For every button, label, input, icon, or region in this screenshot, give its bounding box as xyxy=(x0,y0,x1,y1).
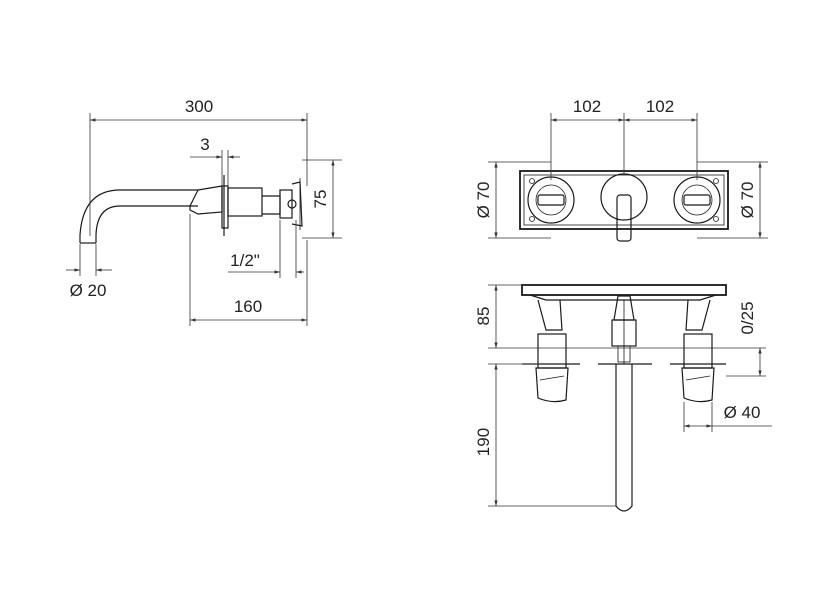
dim-diameter-70-right: Ø 70 xyxy=(738,182,757,219)
dim-160: 160 xyxy=(234,297,262,316)
front-view: 102 102 Ø 70 Ø 70 xyxy=(474,97,768,242)
top-view: 85 0/25 Ø 40 190 xyxy=(474,284,772,512)
dim-75: 75 xyxy=(311,190,330,209)
dim-3: 3 xyxy=(200,135,209,154)
dim-0-25: 0/25 xyxy=(738,301,757,334)
dim-102-right: 102 xyxy=(646,97,674,116)
side-view: 300 3 75 1/2" Ø 20 160 xyxy=(66,97,342,326)
dim-diameter-20: Ø 20 xyxy=(70,281,107,300)
dim-diameter-40: Ø 40 xyxy=(724,403,761,422)
dim-300: 300 xyxy=(185,97,213,116)
dim-102-left: 102 xyxy=(573,97,601,116)
dim-190: 190 xyxy=(474,428,493,456)
dim-thread: 1/2" xyxy=(230,251,260,270)
dim-85: 85 xyxy=(474,307,493,326)
dim-diameter-70-left: Ø 70 xyxy=(474,182,493,219)
